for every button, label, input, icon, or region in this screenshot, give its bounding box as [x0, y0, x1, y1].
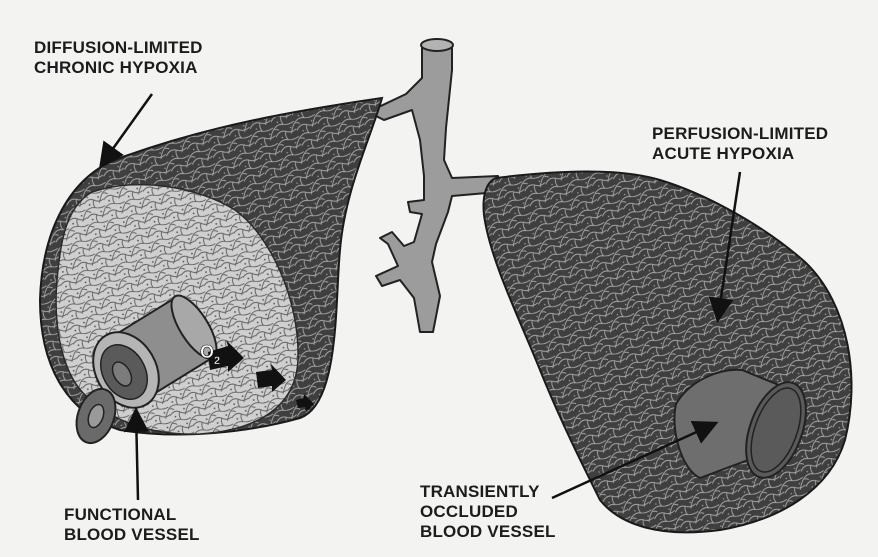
occluded-label-line2: OCCLUDED: [420, 502, 556, 522]
diffusion-label-line1: DIFFUSION-LIMITED: [34, 38, 203, 58]
functional-vessel-label: FUNCTIONAL BLOOD VESSEL: [64, 505, 200, 545]
diffusion-label-line2: CHRONIC HYPOXIA: [34, 58, 203, 78]
svg-text:O: O: [200, 342, 214, 362]
functional-label-line2: BLOOD VESSEL: [64, 525, 200, 545]
perfusion-label-line1: PERFUSION-LIMITED: [652, 124, 828, 144]
perfusion-limited-label: PERFUSION-LIMITED ACUTE HYPOXIA: [652, 124, 828, 164]
right-tumor-cord: [484, 172, 852, 533]
functional-label-line1: FUNCTIONAL: [64, 505, 200, 525]
diffusion-limited-label: DIFFUSION-LIMITED CHRONIC HYPOXIA: [34, 38, 203, 78]
perfusion-label-line2: ACUTE HYPOXIA: [652, 144, 828, 164]
occluded-label-line3: BLOOD VESSEL: [420, 522, 556, 542]
occluded-label-line1: TRANSIENTLY: [420, 482, 556, 502]
occluded-vessel-label: TRANSIENTLY OCCLUDED BLOOD VESSEL: [420, 482, 556, 542]
left-tumor-cord: [40, 98, 382, 434]
vessel-tree: [368, 39, 498, 332]
svg-text:2: 2: [214, 355, 220, 367]
